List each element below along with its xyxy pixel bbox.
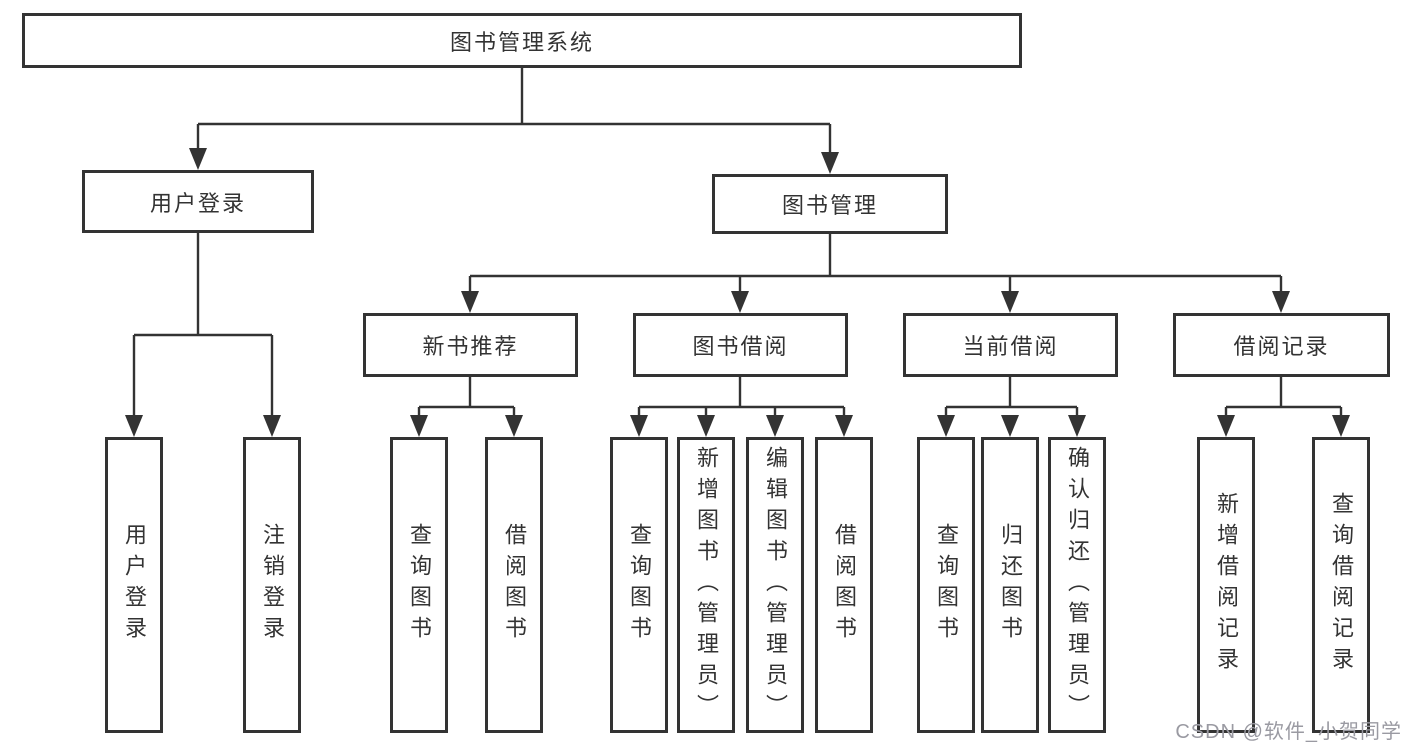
arrowhead — [731, 291, 749, 313]
arrowhead — [1001, 291, 1019, 313]
arrowhead — [821, 152, 839, 174]
node-book-management: 图书管理 — [712, 174, 948, 234]
arrowhead — [1068, 415, 1086, 437]
arrowhead — [125, 415, 143, 437]
node-book-borrowing: 图书借阅 — [633, 313, 848, 377]
node-borrowing-records: 借阅记录 — [1173, 313, 1390, 377]
arrowhead — [697, 415, 715, 437]
node-library-system: 图书管理系统 — [22, 13, 1022, 68]
csdn-watermark: CSDN @软件_小贺同学 — [1175, 721, 1402, 743]
leaf-user-login: 用户登录 — [105, 437, 163, 733]
leaf-query-books-recommend: 查询图书 — [390, 437, 448, 733]
leaf-return-books: 归还图书 — [981, 437, 1039, 733]
arrowhead — [189, 148, 207, 170]
leaf-query-borrow-record: 查询借阅记录 — [1312, 437, 1370, 733]
arrowhead — [1217, 415, 1235, 437]
leaf-add-books-admin: 新增图书（管理员） — [677, 437, 735, 733]
leaf-query-books-current: 查询图书 — [917, 437, 975, 733]
arrowhead — [937, 415, 955, 437]
arrowhead — [410, 415, 428, 437]
node-user-login: 用户登录 — [82, 170, 314, 233]
arrowhead — [766, 415, 784, 437]
node-new-book-recommend: 新书推荐 — [363, 313, 578, 377]
arrowhead — [1272, 291, 1290, 313]
arrowhead — [505, 415, 523, 437]
leaf-borrow-books: 借阅图书 — [815, 437, 873, 733]
leaf-confirm-return-admin: 确认归还（管理员） — [1048, 437, 1106, 733]
arrowhead — [263, 415, 281, 437]
leaf-edit-books-admin: 编辑图书（管理员） — [746, 437, 804, 733]
arrowhead — [630, 415, 648, 437]
leaf-borrow-books-recommend: 借阅图书 — [485, 437, 543, 733]
arrowhead — [1332, 415, 1350, 437]
arrowhead — [835, 415, 853, 437]
leaf-add-borrow-record: 新增借阅记录 — [1197, 437, 1255, 733]
node-current-borrowing: 当前借阅 — [903, 313, 1118, 377]
arrowhead — [461, 291, 479, 313]
leaf-logout: 注销登录 — [243, 437, 301, 733]
arrowhead — [1001, 415, 1019, 437]
leaf-query-books-borrowing: 查询图书 — [610, 437, 668, 733]
